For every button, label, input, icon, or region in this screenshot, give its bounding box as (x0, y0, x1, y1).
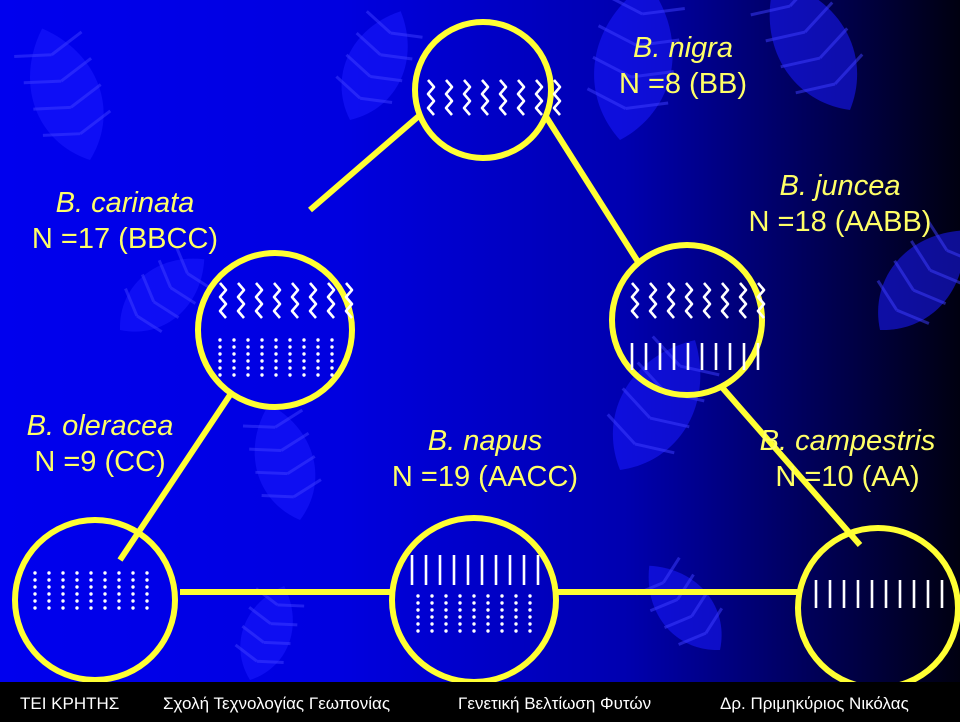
straight-chromosome-icon (630, 343, 760, 370)
species-name: B. campestris (759, 425, 936, 457)
leaf-icon (750, 0, 864, 110)
circle-carinata (195, 250, 355, 410)
leaf-background (14, 0, 960, 680)
line-nigra-juncea (542, 113, 643, 267)
species-name: B. nigra (633, 32, 733, 64)
circle-oleracea (12, 517, 178, 683)
label-oleracea: B. oleracea N =9 (CC) (0, 408, 200, 480)
leaf-icon (242, 404, 322, 520)
footer-course: Γενετική Βελτίωση Φυτών (458, 694, 652, 713)
leaf-icon (14, 28, 112, 160)
label-nigra: B. nigra N =8 (BB) (583, 30, 783, 102)
circle-campestris (795, 525, 960, 691)
species-name: B. carinata (55, 187, 195, 219)
label-carinata: B. carinata N =17 (BBCC) (10, 185, 240, 257)
chromosome-count: N =10 (AA) (775, 461, 920, 493)
circle-napus (389, 515, 559, 685)
species-name: B. juncea (779, 170, 901, 202)
chromosome-count: N =17 (BBCC) (31, 223, 219, 255)
wavy-chromosome-icon (218, 282, 354, 319)
footer-bar: ΤΕΙ ΚΡΗΤΗΣ Σχολή Τεχνολογίας Γεωπονίας Γ… (0, 682, 960, 722)
circle-juncea (609, 242, 765, 398)
label-napus: B. napus N =19 (AACC) (360, 423, 610, 495)
wavy-chromosome-icon (426, 79, 562, 116)
leaf-icon (586, 0, 685, 140)
chromosome-count: N =18 (AABB) (748, 206, 932, 238)
species-name: B. napus (427, 425, 543, 457)
circle-nigra (412, 19, 554, 161)
leaf-icon (876, 220, 960, 331)
chromosome-count: N =19 (AACC) (391, 461, 579, 493)
straight-chromosome-icon (410, 555, 540, 585)
footer-author: Δρ. Πριμηκύριος Νικόλας (720, 694, 909, 713)
dotted-chromosome-icon (33, 571, 149, 610)
dotted-chromosome-icon (218, 338, 334, 377)
footer-institution: ΤΕΙ ΚΡΗΤΗΣ (20, 694, 120, 713)
leaf-icon (635, 556, 724, 651)
label-campestris: B. campestris N =10 (AA) (735, 423, 960, 495)
leaf-icon (335, 10, 423, 120)
line-carinata-nigra (308, 112, 422, 213)
chromosome-count: N =9 (CC) (34, 446, 166, 478)
chromosome-count: N =8 (BB) (618, 68, 748, 100)
footer-school: Σχολή Τεχνολογίας Γεωπονίας (163, 694, 391, 713)
straight-chromosome-icon (814, 580, 944, 608)
line-juncea-campestris (717, 383, 863, 547)
label-juncea: B. juncea N =18 (AABB) (710, 168, 960, 240)
dotted-chromosome-icon (416, 594, 532, 633)
wavy-chromosome-icon (630, 282, 766, 319)
chromosome-glyphs (33, 79, 944, 633)
species-name: B. oleracea (26, 410, 174, 442)
